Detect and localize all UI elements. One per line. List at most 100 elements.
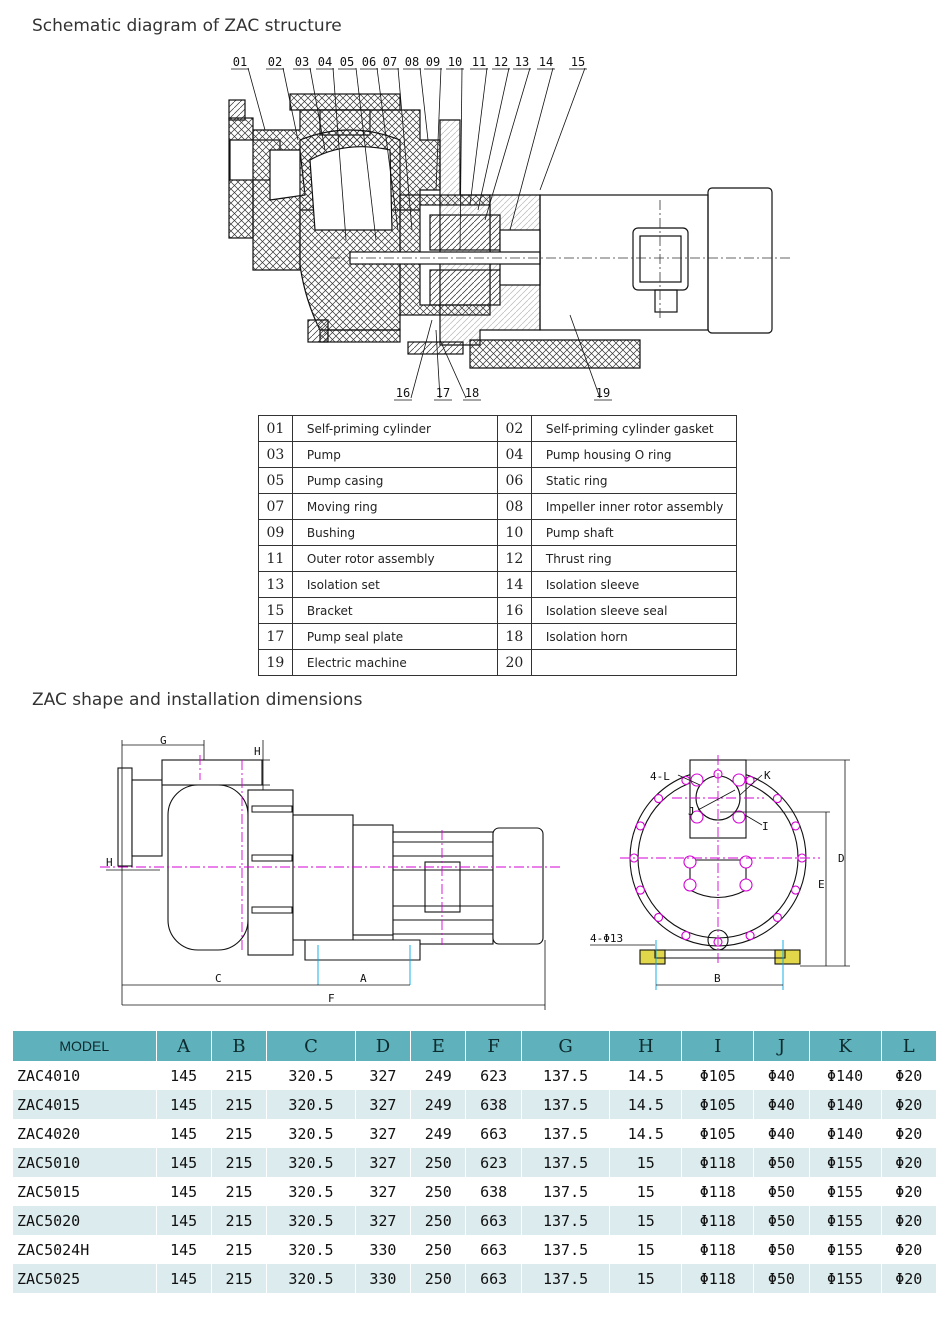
callout-11: 11 — [472, 55, 486, 69]
value-cell: 320.5 — [266, 1090, 356, 1119]
bolt-hole — [745, 775, 755, 785]
dim-label-h-side: H — [106, 856, 113, 869]
flange-hole — [739, 855, 753, 869]
column-header-c: C — [266, 1031, 356, 1061]
callout-09: 09 — [426, 55, 440, 69]
value-cell: 320.5 — [266, 1119, 356, 1148]
model-cell: ZAC5015 — [13, 1177, 157, 1206]
dim-label-a: A — [360, 972, 367, 985]
value-cell: 137.5 — [521, 1206, 611, 1235]
value-cell: 663 — [465, 1119, 522, 1148]
value-cell: 145 — [156, 1061, 212, 1090]
model-cell: ZAC5010 — [13, 1148, 157, 1177]
flange-hole — [732, 810, 746, 824]
callout-14: 14 — [539, 55, 553, 69]
value-cell: 623 — [465, 1148, 522, 1177]
dim-label-g: G — [160, 734, 167, 747]
bolt-hole — [745, 931, 755, 941]
value-cell: 250 — [410, 1206, 467, 1235]
callout-10: 10 — [448, 55, 462, 69]
value-cell: 145 — [156, 1148, 212, 1177]
part-name: Self-priming cylinder gasket — [530, 415, 738, 442]
value-cell: Φ50 — [753, 1235, 810, 1264]
bolt-hole — [635, 885, 645, 895]
value-cell: 215 — [211, 1206, 268, 1235]
model-cell: ZAC4020 — [13, 1119, 157, 1148]
value-cell: Φ155 — [809, 1264, 882, 1293]
value-cell: 320.5 — [266, 1206, 356, 1235]
bolt-hole — [635, 821, 645, 831]
flange-hole — [732, 773, 746, 787]
bolt-hole — [772, 794, 782, 804]
column-header-a: A — [156, 1031, 212, 1061]
front-view — [629, 759, 807, 965]
value-cell: 145 — [156, 1119, 212, 1148]
value-cell: 320.5 — [266, 1061, 356, 1090]
value-cell: Φ155 — [809, 1235, 882, 1264]
motor-outline — [539, 187, 773, 334]
dim-label-c: C — [215, 972, 222, 985]
column-header-h: H — [609, 1031, 683, 1061]
value-cell: Φ20 — [881, 1061, 938, 1090]
side-view — [117, 759, 544, 961]
model-cell: ZAC4015 — [13, 1090, 157, 1119]
value-cell: 638 — [465, 1090, 522, 1119]
value-cell: 137.5 — [521, 1264, 611, 1293]
value-cell: 250 — [410, 1264, 467, 1293]
dimensions-title: ZAC shape and installation dimensions — [32, 690, 363, 710]
dimension-labels: G H H C A F 4-L K J I 4-Φ13 B E D — [106, 734, 845, 1005]
column-header-d: D — [355, 1031, 412, 1061]
pump-cross-section — [228, 93, 641, 369]
value-cell: 215 — [211, 1119, 268, 1148]
dim-label-f: F — [328, 992, 335, 1005]
dim-label-b: B — [714, 972, 721, 985]
callout-07: 07 — [383, 55, 397, 69]
value-cell: Φ50 — [753, 1177, 810, 1206]
value-cell: 15 — [609, 1177, 683, 1206]
value-cell: 15 — [609, 1206, 683, 1235]
dim-label-l: 4-L — [650, 770, 670, 783]
flange-hole — [690, 773, 704, 787]
part-name: Pump — [291, 441, 498, 468]
model-cell: ZAC5020 — [13, 1206, 157, 1235]
value-cell: Φ105 — [681, 1061, 755, 1090]
column-header-b: B — [211, 1031, 268, 1061]
value-cell: Φ20 — [881, 1206, 938, 1235]
part-name — [530, 649, 738, 676]
value-cell: Φ155 — [809, 1148, 882, 1177]
column-header-k: K — [809, 1031, 882, 1061]
value-cell: 215 — [211, 1264, 268, 1293]
value-cell: 137.5 — [521, 1090, 611, 1119]
dim-label-k: K — [764, 769, 771, 782]
value-cell: 215 — [211, 1090, 268, 1119]
model-cell: ZAC5025 — [13, 1264, 157, 1293]
structure-title: Schematic diagram of ZAC structure — [32, 16, 342, 36]
model-cell: ZAC4010 — [13, 1061, 157, 1090]
value-cell: 320.5 — [266, 1148, 356, 1177]
bolt-hole — [681, 931, 691, 941]
value-cell: Φ118 — [681, 1264, 755, 1293]
value-cell: Φ155 — [809, 1206, 882, 1235]
part-number: 02 — [496, 415, 532, 442]
value-cell: 15 — [609, 1148, 683, 1177]
value-cell: 137.5 — [521, 1148, 611, 1177]
value-cell: Φ20 — [881, 1264, 938, 1293]
value-cell: Φ118 — [681, 1177, 755, 1206]
column-header-j: J — [753, 1031, 810, 1061]
callout-06: 06 — [362, 55, 376, 69]
part-name: Moving ring — [291, 493, 498, 520]
model-cell: ZAC5024H — [13, 1235, 157, 1264]
value-cell: Φ20 — [881, 1119, 938, 1148]
value-cell: 330 — [355, 1235, 412, 1264]
value-cell: Φ40 — [753, 1061, 810, 1090]
value-cell: 15 — [609, 1264, 683, 1293]
value-cell: 215 — [211, 1061, 268, 1090]
value-cell: Φ20 — [881, 1235, 938, 1264]
